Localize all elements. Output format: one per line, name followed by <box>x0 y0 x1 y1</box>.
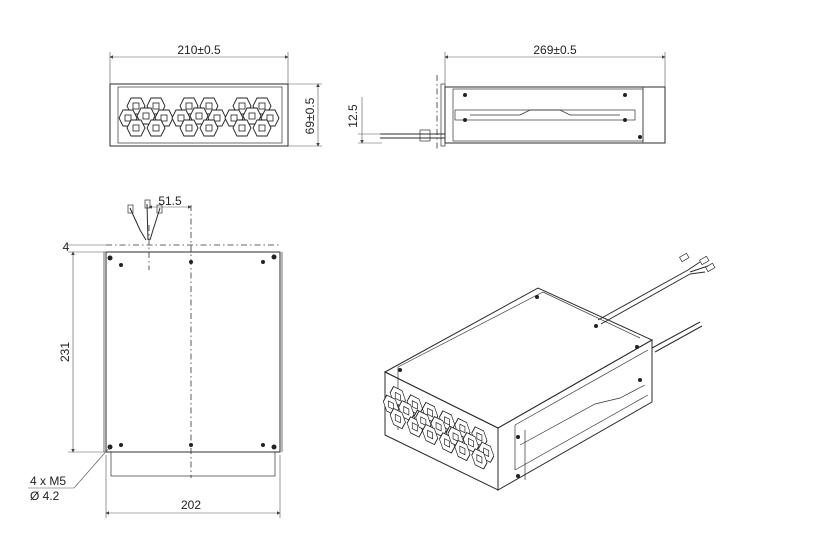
side-view: 269±0.5 12.5 <box>346 43 666 150</box>
top-width-label: 202 <box>181 498 201 512</box>
top-view: 51.5 4 231 202 4 x M5 Ø 4.2 <box>28 194 283 518</box>
connector-cluster-middle <box>172 98 226 136</box>
connector-cluster-right <box>225 98 279 136</box>
front-height-label: 69±0.5 <box>303 97 317 134</box>
cable-offset-label: 12.5 <box>346 104 360 128</box>
front-width-label: 210±0.5 <box>177 43 221 57</box>
mount-holes-label: 4 x M5 <box>30 474 66 488</box>
front-view: 210±0.5 69±0.5 <box>109 43 322 147</box>
hole-diameter-label: Ø 4.2 <box>30 489 60 503</box>
side-length-label: 269±0.5 <box>533 43 577 57</box>
top-cable-offset-label: 51.5 <box>158 194 182 208</box>
connector-cluster-left <box>119 98 173 136</box>
isometric-view <box>383 252 716 491</box>
top-height-label: 231 <box>58 342 72 362</box>
top-edge-label: 4 <box>63 240 70 254</box>
